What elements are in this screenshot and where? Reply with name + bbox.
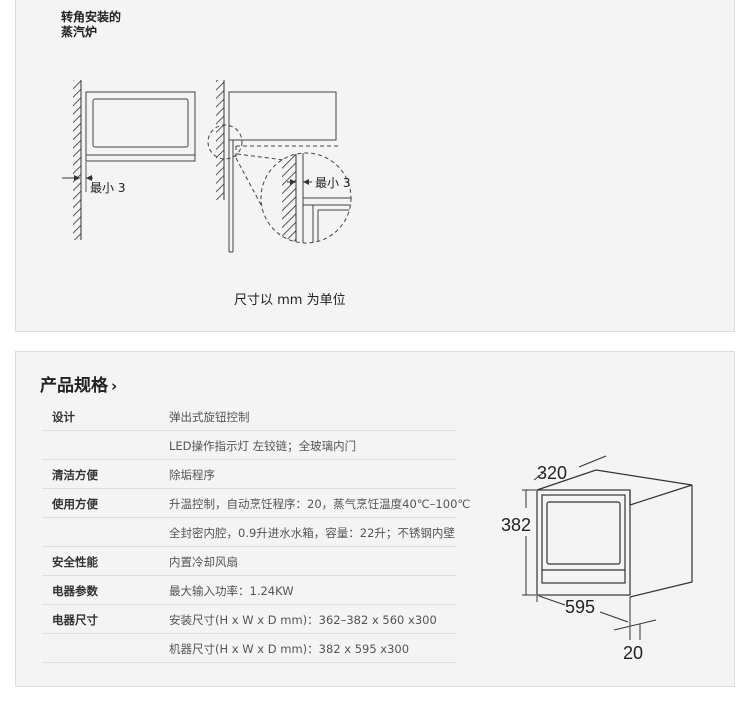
chevron-right-icon: › — [111, 377, 118, 395]
spec-value: 安装尺寸(H x W x D mm)：362–382 x 560 x300 — [169, 613, 437, 627]
specs-title: 产品规格 — [40, 376, 108, 396]
spec-label: 电器尺寸 — [52, 613, 98, 627]
spec-row: 机器尺寸(H x W x D mm)：382 x 595 x300 — [42, 634, 457, 663]
spec-label: 安全性能 — [52, 555, 98, 569]
spec-label: 清洁方便 — [52, 468, 98, 482]
spec-value: 内置冷却风扇 — [169, 555, 238, 569]
spec-value: 升温控制，自动烹饪程序：20，蒸气烹饪温度40℃–100℃ — [169, 497, 471, 511]
detail-marker-circle — [207, 124, 243, 160]
spec-value: 弹出式旋钮控制 — [169, 410, 250, 424]
min-gap-arrows-left — [62, 162, 93, 192]
spec-row: 电器尺寸 安装尺寸(H x W x D mm)：362–382 x 560 x3… — [42, 605, 457, 634]
installation-panel — [15, 0, 735, 332]
corner-wall-right — [216, 80, 225, 200]
min-gap-arrows-right — [287, 179, 312, 185]
spec-row: 清洁方便 除垢程序 — [42, 460, 457, 489]
spec-row: LED操作指示灯 左铰链；全玻璃内门 — [42, 431, 457, 460]
spec-value: 全封密内腔，0.9升进水水箱，容量：22升；不锈钢内壁 — [169, 526, 455, 540]
unit-caption: 尺寸以 mm 为单位 — [234, 293, 346, 308]
install-title: 转角安装的 蒸汽炉 — [61, 10, 122, 39]
spec-row: 使用方便 升温控制，自动烹饪程序：20，蒸气烹饪温度40℃–100℃ — [42, 489, 470, 518]
spec-label: 设计 — [52, 410, 75, 424]
spec-row: 全封密内腔，0.9升进水水箱，容量：22升；不锈钢内壁 — [42, 518, 457, 547]
spec-label: 电器参数 — [52, 584, 98, 598]
corner-wall-left — [73, 80, 82, 240]
spec-value: 最大输入功率：1.24KW — [169, 584, 294, 598]
spec-row: 电器参数 最大输入功率：1.24KW — [42, 576, 457, 605]
installation-diagram: 最小 3 最小 3 — [62, 80, 352, 253]
min-gap-label-right: 最小 3 — [315, 176, 350, 190]
min-gap-label-left: 最小 3 — [90, 181, 125, 195]
spec-value: LED操作指示灯 左铰链；全玻璃内门 — [169, 439, 357, 453]
spec-value: 除垢程序 — [169, 468, 215, 482]
spec-value: 机器尺寸(H x W x D mm)：382 x 595 x300 — [169, 642, 410, 656]
appliance-front-view — [85, 91, 196, 162]
spec-row: 安全性能 内置冷却风扇 — [42, 547, 457, 576]
specs-heading: 产品规格› — [40, 371, 117, 396]
spec-row: 设计 弹出式旋钮控制 — [42, 402, 457, 431]
spec-label: 使用方便 — [52, 497, 98, 511]
zoom-detail — [260, 152, 352, 244]
specs-table: 设计 弹出式旋钮控制 LED操作指示灯 左铰链；全玻璃内门 清洁方便 除垢程序 … — [42, 402, 470, 663]
